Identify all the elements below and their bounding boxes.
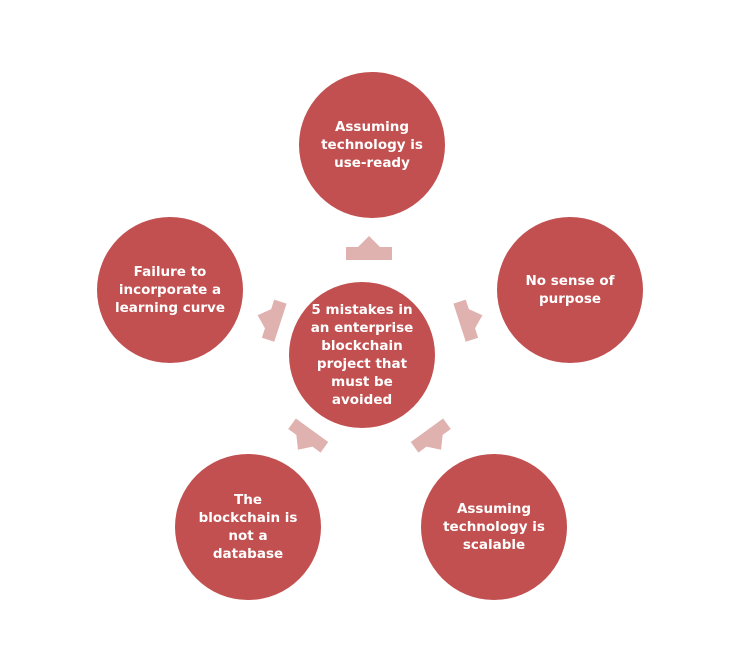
arrow-to-left (257, 299, 287, 342)
mistake-label: Failure to incorporate a learning curve (115, 264, 225, 316)
mistake-label: Assuming technology is scalable (443, 501, 545, 553)
mistake-node-bottom-left: The blockchain is not a database (175, 454, 321, 600)
arrow-to-bottom-left (288, 418, 329, 453)
mistake-node-top: Assuming technology is use-ready (299, 72, 445, 218)
mistake-label: The blockchain is not a database (198, 492, 298, 562)
arrow-to-bottom-right (410, 418, 451, 453)
arrow-to-top (346, 236, 392, 260)
mistake-label: Assuming technology is use-ready (321, 119, 423, 171)
arrow-to-right (453, 299, 483, 342)
mistake-node-bottom-right: Assuming technology is scalable (421, 454, 567, 600)
central-topic-label: 5 mistakes in an enterprise blockchain p… (310, 302, 414, 408)
central-topic-node: 5 mistakes in an enterprise blockchain p… (289, 282, 435, 428)
mistake-label: No sense of purpose (525, 273, 615, 307)
mistake-node-right: No sense of purpose (497, 217, 643, 363)
mistake-node-left: Failure to incorporate a learning curve (97, 217, 243, 363)
